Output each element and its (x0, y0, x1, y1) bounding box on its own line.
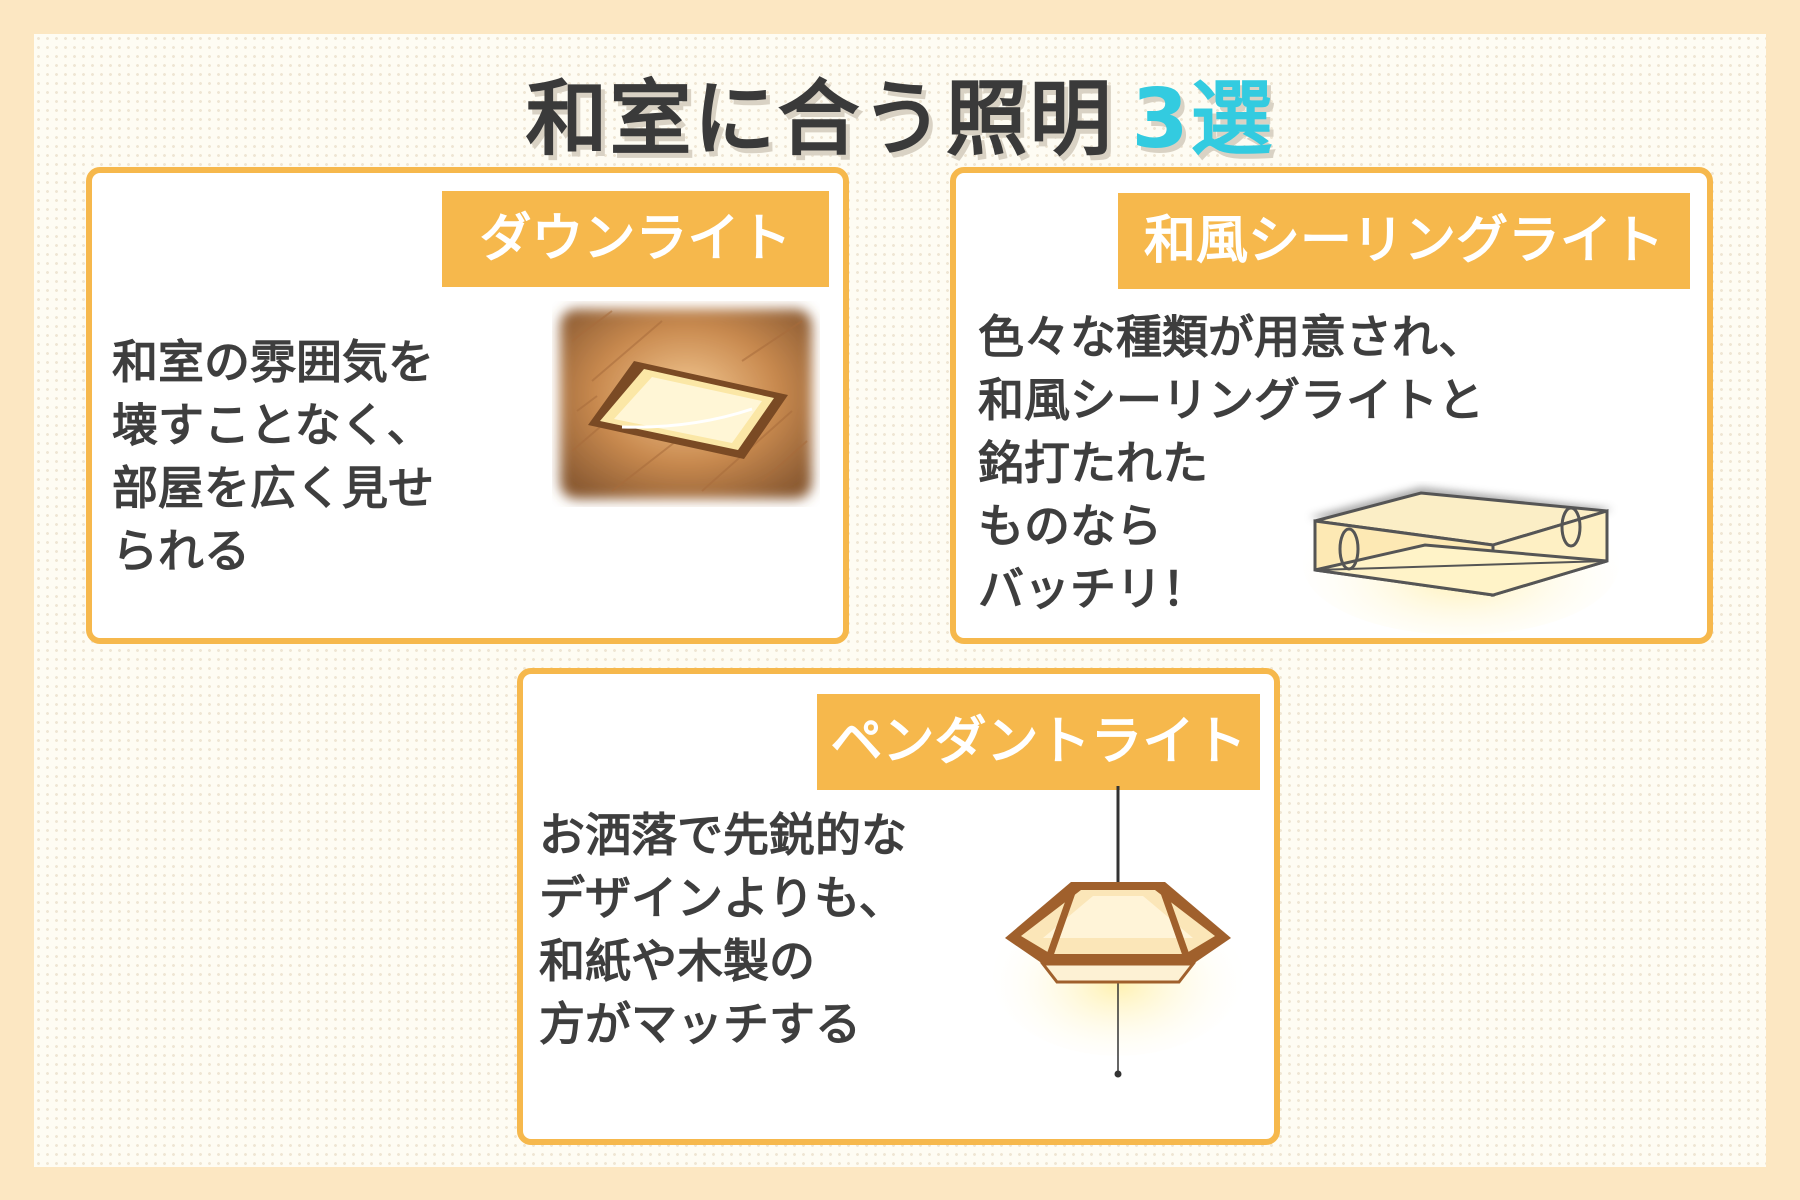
card-pendant-light: ペンダントライト お洒落で先鋭的な デザインよりも、 和紙や木製の 方がマッチす… (517, 668, 1280, 1145)
pendant-light-icon (993, 786, 1243, 1106)
card-ceiling-light: 和風シーリングライト 色々な種類が用意され、 和風シーリングライトと 銘打たれた… (950, 167, 1713, 644)
page-title-main: 和室に合う照明 (525, 72, 1114, 167)
description-line: 銘打たれた (978, 436, 1208, 490)
card-description: 和室の雰囲気を 壊すことなく、 部屋を広く見せ られる (112, 331, 434, 583)
downlight-icon (552, 301, 820, 507)
card-label: 和風シーリングライト (1118, 193, 1690, 289)
page-title-accent: 3選 (1131, 72, 1275, 167)
card-downlight: ダウンライト 和室の雰囲気を 壊すことなく、 部屋を広く見せ られる (86, 167, 849, 644)
description-line: 和室の雰囲気を (112, 335, 434, 389)
description-line: られる (112, 524, 250, 578)
card-label: ダウンライト (442, 191, 829, 287)
description-line: 色々な種類が用意され、 (978, 310, 1485, 364)
card-label: ペンダントライト (817, 694, 1260, 790)
description-line: 部屋を広く見せ (112, 461, 434, 515)
description-line: 和紙や木製の (539, 934, 815, 988)
ceiling-light-icon (1301, 475, 1621, 635)
description-line: バッチリ！ (978, 562, 1208, 616)
description-line: 方がマッチする (539, 997, 861, 1051)
card-description: お洒落で先鋭的な デザインよりも、 和紙や木製の 方がマッチする (539, 804, 907, 1056)
description-line: デザインよりも、 (539, 871, 905, 925)
description-line: 和風シーリングライトと (978, 373, 1484, 427)
description-line: ものなら (978, 499, 1162, 553)
description-line: 壊すことなく、 (112, 398, 433, 452)
description-line: お洒落で先鋭的な (539, 808, 907, 862)
card-description: 色々な種類が用意され、 和風シーリングライトと 銘打たれた ものなら バッチリ！ (978, 306, 1484, 621)
